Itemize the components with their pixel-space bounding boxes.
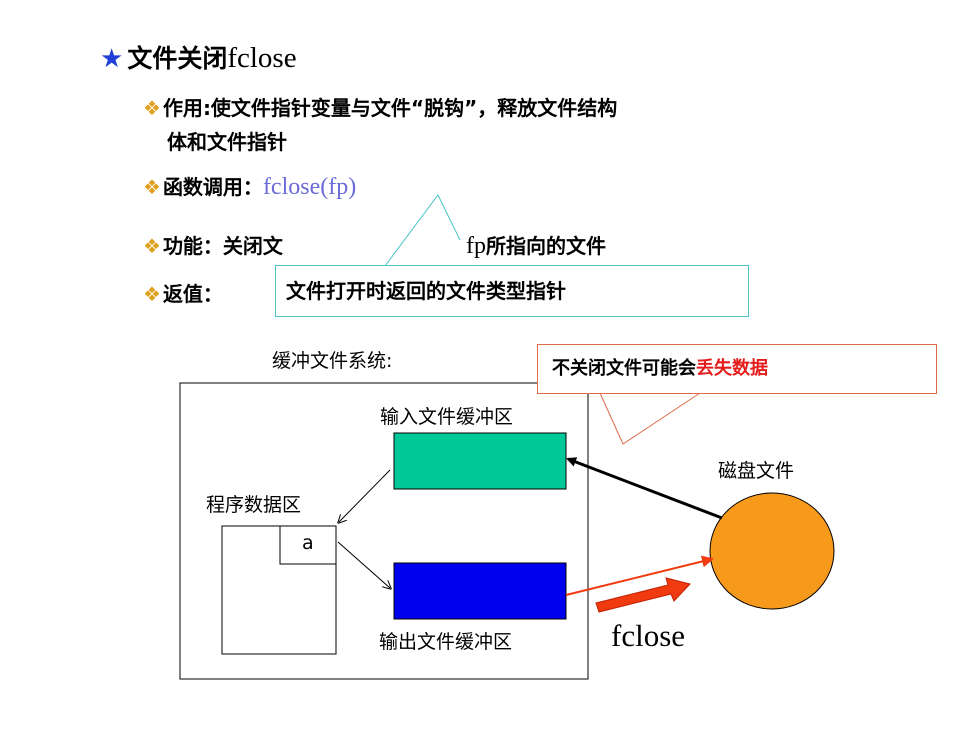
callout-fp-pointer (384, 194, 461, 267)
system-box (179, 382, 589, 680)
callout-warning-pointer (599, 392, 701, 445)
star-icon: ★ (100, 44, 124, 74)
purpose-label: 作用 (162, 96, 203, 120)
bullet-return: ❖返值： (143, 280, 223, 308)
system-label: 缓冲文件系统: (272, 350, 393, 372)
purpose-text-line2: 体和文件指针 (167, 130, 287, 154)
disk-file-label: 磁盘文件 (718, 460, 795, 482)
arrow-disk-to-input (566, 457, 723, 520)
var-a-rect (279, 525, 337, 565)
function-target: fp所指向的文件 (466, 232, 606, 260)
title-cn: 文件关闭 (127, 44, 228, 73)
input-buffer-label: 输入文件缓冲区 (380, 406, 514, 428)
call-label: 函数调用： (162, 175, 263, 199)
output-buffer-rect (393, 562, 567, 620)
fclose-block-arrow (595, 577, 691, 613)
callout-fp-description: 文件打开时返回的文件类型指针 (275, 265, 749, 317)
input-buffer-rect (393, 432, 567, 490)
bullet-call: ❖函数调用：fclose(fp) (143, 173, 356, 201)
output-buffer-label: 输出文件缓冲区 (379, 631, 513, 653)
arrow-output-to-disk (565, 555, 714, 596)
disk-file-circle (709, 492, 835, 610)
bullet-purpose: ❖作用:使文件指针变量与文件“脱钩”，释放文件结构 (143, 94, 617, 122)
diamond-bullet-icon: ❖ (143, 234, 161, 258)
diamond-bullet-icon: ❖ (143, 282, 161, 306)
slide-title: ★文件关闭fclose (100, 40, 297, 77)
return-label: 返值： (162, 282, 223, 306)
title-en: fclose (227, 42, 297, 74)
function-label: 功能：关闭文 (162, 234, 283, 258)
function-suffix: 所指向的文件 (486, 234, 606, 258)
fclose-label: fclose (611, 618, 686, 653)
bullet-function: ❖功能：关闭文 (143, 232, 283, 260)
diamond-bullet-icon: ❖ (143, 96, 161, 120)
var-a-label: a (302, 532, 314, 554)
arrow-input-to-program (339, 469, 391, 522)
arrow-program-to-output (337, 541, 390, 588)
call-code: fclose(fp) (262, 174, 357, 200)
callout-warning: 不关闭文件可能会丢失数据 (537, 344, 937, 394)
program-area-label: 程序数据区 (206, 494, 302, 516)
warning-prefix: 不关闭文件可能会 (552, 358, 696, 379)
purpose-text: :使文件指针变量与文件“脱钩”，释放文件结构 (202, 96, 618, 120)
warning-highlight: 丢失数据 (696, 358, 768, 379)
function-code: fp (466, 233, 486, 259)
diamond-bullet-icon: ❖ (143, 175, 161, 199)
